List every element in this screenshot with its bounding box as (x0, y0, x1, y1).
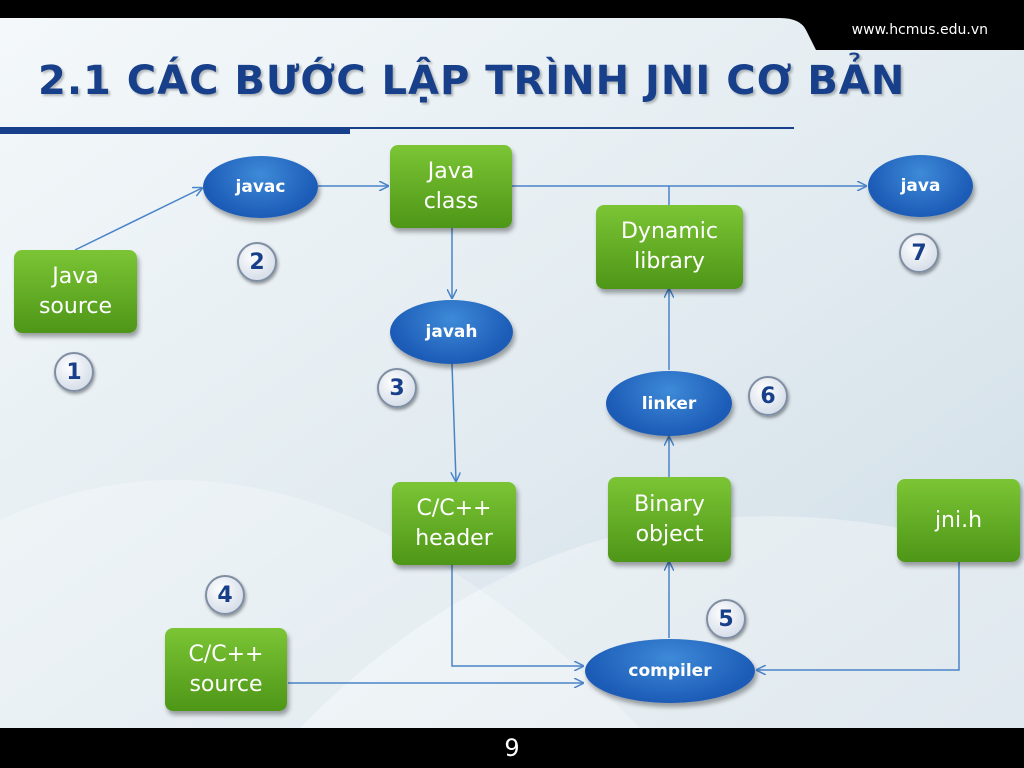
oval-javah: javah (390, 300, 513, 364)
step-badge-6: 6 (748, 376, 788, 416)
step-badge-2: 2 (237, 242, 277, 282)
page-number: 9 (504, 734, 520, 762)
box-jni-h: jni.h (897, 479, 1020, 562)
step-badge-4: 4 (205, 575, 245, 615)
oval-linker: linker (606, 371, 732, 436)
box-binary-object: Binary object (608, 477, 731, 562)
title-underline-thin (350, 127, 794, 129)
oval-java: java (868, 155, 973, 217)
title-underline-thick (0, 127, 350, 134)
box-java-source: Java source (14, 250, 137, 333)
box-java-class: Java class (390, 145, 512, 228)
website-url[interactable]: www.hcmus.edu.vn (851, 22, 988, 38)
oval-compiler: compiler (585, 639, 755, 703)
arrow-jni-to-compiler (757, 562, 960, 670)
box-dynamic-library: Dynamic library (596, 205, 743, 289)
oval-javac: javac (203, 156, 318, 218)
slide-title: 2.1 CÁC BƯỚC LẬP TRÌNH JNI CƠ BẢN (38, 58, 906, 104)
box-cc-source: C/C++ source (165, 628, 287, 711)
step-badge-3: 3 (377, 368, 417, 408)
step-badge-5: 5 (706, 599, 746, 639)
box-cc-header: C/C++ header (392, 482, 516, 565)
step-badge-7: 7 (899, 233, 939, 273)
arrow-header-to-compiler (451, 565, 583, 666)
arrow-source-to-javac (74, 188, 202, 251)
step-badge-1: 1 (54, 352, 94, 392)
arrow-javah-to-header (452, 363, 456, 481)
